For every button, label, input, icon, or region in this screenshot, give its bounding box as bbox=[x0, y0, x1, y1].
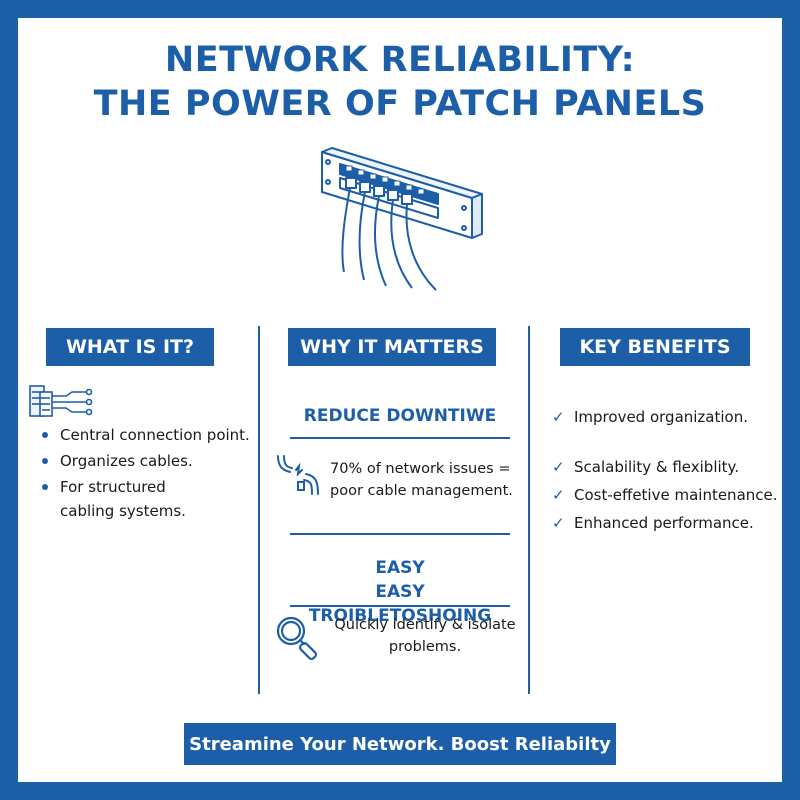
troubleshooting-line-1: Quickly identify & isolate bbox=[334, 617, 516, 633]
list-item: ✓ Cost-effetive maintenance. bbox=[552, 484, 782, 506]
list-item: ✓ Enhanced performance. bbox=[552, 512, 782, 534]
patch-panel-icon bbox=[321, 147, 483, 291]
bullet-text: For structured bbox=[60, 478, 166, 496]
why-it-matters-header: WHY IT MATTERS bbox=[288, 328, 496, 366]
troubleshooting-heading-line-2: EASY TROIBLETOSHOING bbox=[308, 582, 492, 626]
check-icon: ✓ bbox=[552, 514, 565, 532]
benefit-text: Scalability & flexiblity. bbox=[574, 458, 740, 476]
bullet-text: Central connection point. bbox=[60, 426, 250, 444]
column-divider-right bbox=[528, 326, 530, 694]
section-rule bbox=[290, 533, 510, 535]
page-title: NETWORK RELIABILITY: THE POWER OF PATCH … bbox=[0, 38, 800, 126]
check-icon: ✓ bbox=[552, 458, 565, 476]
benefit-text: Improved organization. bbox=[574, 408, 749, 426]
key-benefits-header: KEY BENEFITS bbox=[560, 328, 750, 366]
magnifier-icon bbox=[276, 616, 318, 661]
reduce-downtime-line-1: 70% of network issues = bbox=[330, 461, 511, 477]
list-item: ✓ Scalability & flexiblity. bbox=[552, 456, 782, 478]
what-is-it-list: Central connection point. Organizes cabl… bbox=[38, 424, 253, 524]
server-network-icon bbox=[29, 385, 93, 417]
key-benefits-list: ✓ Improved organization. ✓ Scalability & f… bbox=[552, 406, 782, 534]
reduce-downtime-text: 70% of network issues = poor cable manag… bbox=[330, 458, 520, 502]
list-item: ✓ Improved organization. bbox=[552, 406, 782, 428]
list-item: For structured bbox=[38, 476, 253, 498]
what-is-it-header: WHAT IS IT? bbox=[46, 328, 214, 366]
bullet-text: cabling systems. bbox=[60, 502, 186, 520]
troubleshooting-heading: EASY EASY TROIBLETOSHOING bbox=[282, 556, 518, 628]
bullet-dot bbox=[42, 458, 48, 464]
list-item: Central connection point. bbox=[38, 424, 253, 446]
bullet-dot bbox=[42, 432, 48, 438]
footer-banner: Streamine Your Network. Boost Reliabilty bbox=[184, 723, 616, 765]
troubleshooting-heading-line-1: EASY bbox=[375, 558, 425, 578]
bullet-text: Organizes cables. bbox=[60, 452, 193, 470]
troubleshooting-rule bbox=[290, 605, 510, 607]
broken-cable-icon bbox=[277, 455, 319, 495]
benefit-text: Cost-effetive maintenance. bbox=[574, 486, 778, 504]
reduce-downtime-line-2: poor cable management. bbox=[330, 483, 513, 499]
troubleshooting-line-2: problems. bbox=[388, 639, 462, 655]
column-divider-left bbox=[258, 326, 260, 694]
reduce-downtime-heading: REDUCE DOWNTIWE bbox=[303, 406, 497, 426]
reduce-downtime-rule bbox=[290, 437, 510, 439]
check-icon: ✓ bbox=[552, 486, 565, 504]
list-item: cabling systems. bbox=[38, 500, 253, 522]
check-icon: ✓ bbox=[552, 408, 565, 426]
benefit-text: Enhanced performance. bbox=[574, 514, 754, 532]
troubleshooting-text: Quickly identify & isolate problems. bbox=[330, 614, 520, 658]
title-line-1: NETWORK RELIABILITY: bbox=[164, 40, 636, 80]
title-line-2: THE POWER OF PATCH PANELS bbox=[93, 84, 707, 124]
bullet-dot bbox=[42, 484, 48, 490]
list-item: Organizes cables. bbox=[38, 450, 253, 472]
